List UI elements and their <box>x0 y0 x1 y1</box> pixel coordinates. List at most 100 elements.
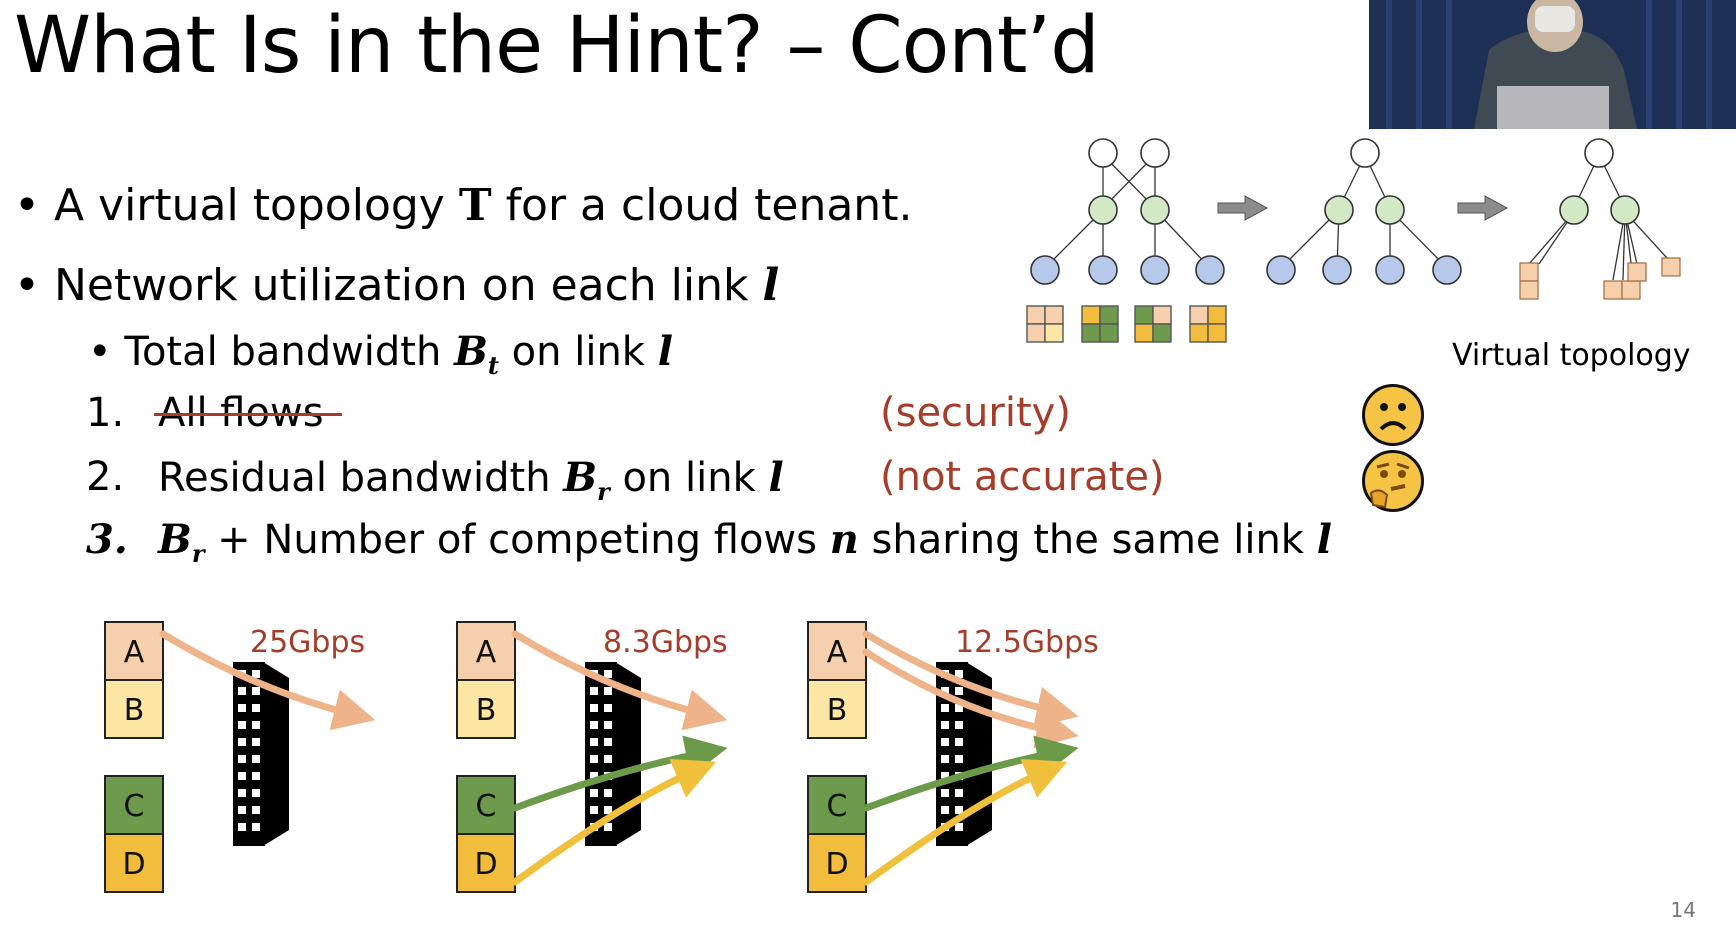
subscript-t: t <box>487 351 499 380</box>
subscript-r: r <box>191 539 205 568</box>
topology-node <box>1088 195 1118 225</box>
flow-arrow-b <box>862 648 1079 749</box>
item-text: sharing the same link <box>858 517 1317 563</box>
flow-panel: AB CD <box>807 621 1079 893</box>
vm-grid <box>1134 305 1172 343</box>
topology-node <box>1350 138 1380 168</box>
topology-node <box>1432 255 1462 285</box>
slide-title: What Is in the Hint? – Cont’d <box>14 1 1100 91</box>
thinking-face-icon <box>1362 450 1424 512</box>
item-text: + Number of competing flows <box>204 517 830 563</box>
box-label: A <box>124 635 145 670</box>
vm-block <box>1621 280 1641 300</box>
symbol-B: B <box>454 328 488 375</box>
presenter-video <box>1369 0 1736 129</box>
topology-node <box>1195 255 1225 285</box>
box-label: C <box>827 789 848 824</box>
symbol-B: B <box>158 516 192 563</box>
topology-node <box>1140 138 1170 168</box>
item-text: on link <box>609 455 769 501</box>
box-d <box>456 833 516 893</box>
box-label: C <box>124 789 145 824</box>
bullet-marker: • <box>14 260 54 311</box>
sub-bullet-text: Total bandwidth <box>124 329 455 375</box>
page-number: 14 <box>1670 898 1696 922</box>
flow-panel: AB CD <box>104 621 376 893</box>
box-label: B <box>124 693 145 728</box>
topology-node <box>1375 195 1405 225</box>
note-security: (security) <box>880 390 1071 436</box>
symbol-l: l <box>1316 516 1332 563</box>
symbol-l: l <box>768 454 784 501</box>
topology-node <box>1088 138 1118 168</box>
flow-arrow-d <box>862 758 1068 886</box>
bullet-network-utilization: • Network utilization on each link l <box>14 260 779 311</box>
topology-node <box>1140 255 1170 285</box>
bullet-text: Network utilization on each link <box>53 260 763 311</box>
gray-arrow-icon <box>1217 195 1269 221</box>
box-label: D <box>825 847 848 882</box>
flow-arrow-c <box>511 735 728 812</box>
topology-node <box>1559 195 1589 225</box>
box-c <box>104 775 164 835</box>
box-b <box>104 679 164 739</box>
bullet-text: for a cloud tenant. <box>491 180 913 231</box>
flow-arrow-a <box>511 630 728 731</box>
box-d <box>104 833 164 893</box>
box-label: A <box>827 635 848 670</box>
box-b <box>456 679 516 739</box>
vm-block <box>1627 262 1647 282</box>
topology-node <box>1584 138 1614 168</box>
rate-label-3: 12.5Gbps <box>955 625 1099 660</box>
rate-label-1: 25Gbps <box>250 625 366 660</box>
item-number-1: 1. <box>86 390 125 436</box>
item-all-flows: All flows <box>154 390 342 436</box>
symbol-l: l <box>657 328 673 375</box>
item-competing-flows: Br + Number of competing flows n sharing… <box>158 516 1332 568</box>
box-label: D <box>122 847 145 882</box>
symbol-T: T <box>458 180 492 231</box>
vm-grid <box>1026 305 1064 343</box>
topology-diagram <box>1026 138 1681 343</box>
bullet-marker: • <box>14 180 54 231</box>
vm-grid <box>1081 305 1119 343</box>
item-residual-bandwidth: Residual bandwidth Br on link l <box>158 454 784 506</box>
topology-caption: Virtual topology <box>1452 338 1691 373</box>
box-label: A <box>476 635 497 670</box>
topology-node <box>1375 255 1405 285</box>
box-c <box>456 775 516 835</box>
bullet-virtual-topology: • A virtual topology T for a cloud tenan… <box>14 180 912 231</box>
note-not-accurate: (not accurate) <box>880 454 1165 500</box>
item-number-3: 3. <box>86 516 128 563</box>
symbol-n: n <box>829 516 859 563</box>
box-a <box>807 621 867 681</box>
rate-label-2: 8.3Gbps <box>603 625 728 660</box>
box-label: C <box>476 789 497 824</box>
bullet-marker: • <box>88 329 125 375</box>
flow-arrow-a <box>862 630 1079 728</box>
symbol-B: B <box>563 454 598 501</box>
box-label: D <box>474 847 497 882</box>
topology-node <box>1324 195 1354 225</box>
vm-block <box>1603 280 1623 300</box>
box-label: B <box>827 693 848 728</box>
gray-arrow-icon <box>1457 195 1509 221</box>
vm-block <box>1519 262 1539 282</box>
sub-bullet-text: on link <box>498 329 658 375</box>
topology-node <box>1322 255 1352 285</box>
frowning-face-icon <box>1362 384 1424 446</box>
item-text: Residual bandwidth <box>158 455 564 501</box>
topology-node <box>1610 195 1640 225</box>
strikethrough-line <box>154 413 342 416</box>
flow-arrow-d <box>511 758 717 886</box>
topology-node <box>1088 255 1118 285</box>
bullet-text: A virtual topology <box>53 180 459 231</box>
box-d <box>807 833 867 893</box>
box-label: B <box>476 693 497 728</box>
box-b <box>807 679 867 739</box>
flow-arrow-c <box>862 735 1079 812</box>
vm-block <box>1661 257 1681 277</box>
topology-node <box>1030 255 1060 285</box>
subscript-r: r <box>597 477 610 506</box>
